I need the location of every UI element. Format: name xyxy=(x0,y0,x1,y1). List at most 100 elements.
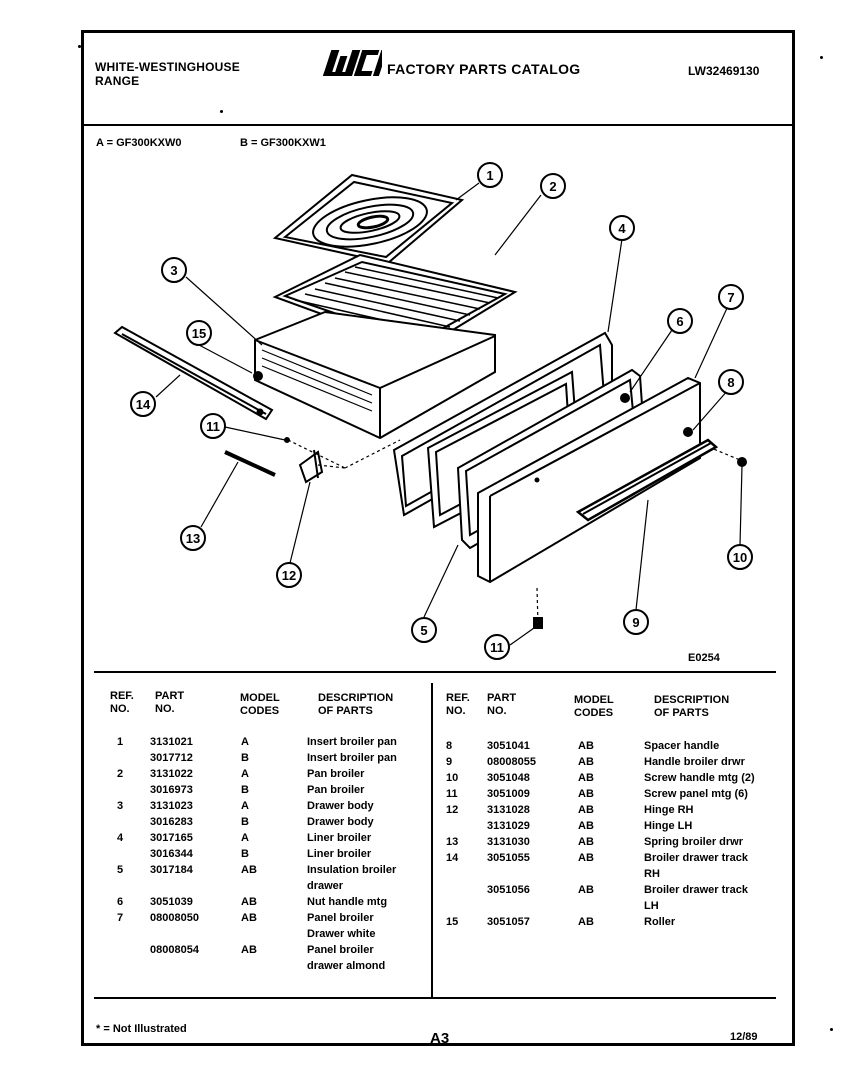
header-divider xyxy=(81,124,795,126)
cell-model: AB xyxy=(578,820,594,832)
cell-model: AB xyxy=(241,864,257,876)
cell-part: 3131030 xyxy=(487,836,530,848)
cell-ref: 7 xyxy=(117,912,124,924)
cell-model: A xyxy=(241,736,249,748)
cell-part: 08008050 xyxy=(150,912,199,924)
cell-desc: Liner broiler xyxy=(307,832,372,844)
callout-4: 4 xyxy=(618,221,626,236)
handle-broiler-drawer xyxy=(575,438,719,522)
cell-model: AB xyxy=(578,756,594,768)
model-b-label: B = GF300KXW1 xyxy=(240,137,326,149)
scan-speck xyxy=(78,45,81,48)
cell-part: 08008054 xyxy=(150,944,199,956)
cell-desc: Broiler drawer track xyxy=(644,852,748,864)
brand-block: WHITE-WESTINGHOUSE RANGE xyxy=(95,60,240,88)
cell-desc: RH xyxy=(644,868,660,880)
cell-model: B xyxy=(241,848,249,860)
cell-desc: Nut handle mtg xyxy=(307,896,388,908)
cell-ref: 8 xyxy=(446,740,453,752)
footnote: * = Not Illustrated xyxy=(96,1023,187,1035)
cell-desc: drawer almond xyxy=(307,960,386,972)
cell-model: B xyxy=(241,752,249,764)
cell-desc: Roller xyxy=(644,916,676,928)
cell-part: 3131029 xyxy=(487,820,530,832)
cell-model: B xyxy=(241,816,249,828)
callout-15: 15 xyxy=(192,326,206,341)
table-column-divider xyxy=(431,683,433,999)
cell-ref: 15 xyxy=(446,916,459,928)
page-number: A3 xyxy=(430,1030,450,1047)
cell-ref: 9 xyxy=(446,756,453,768)
panel-broiler xyxy=(477,376,701,584)
cell-desc: Panel broiler xyxy=(307,944,374,956)
cell-part: 3017184 xyxy=(150,864,193,876)
callout-13: 13 xyxy=(186,531,200,546)
spring-broiler-drawer xyxy=(224,450,276,477)
scan-speck xyxy=(820,56,823,59)
cell-desc: Insulation broiler xyxy=(307,864,397,876)
cell-desc: LH xyxy=(644,900,659,912)
cell-part: 3051056 xyxy=(487,884,530,896)
cell-model: AB xyxy=(241,896,257,908)
cell-desc: drawer xyxy=(307,880,344,892)
cell-part: 3051055 xyxy=(487,852,530,864)
broiler-drawer-track xyxy=(113,325,274,421)
cell-part: 3131021 xyxy=(150,736,193,748)
cell-model: AB xyxy=(578,740,594,752)
cell-desc: Hinge LH xyxy=(644,820,693,832)
wci-logo xyxy=(322,48,388,85)
cell-part: 3051009 xyxy=(487,788,530,800)
cell-desc: Drawer body xyxy=(307,816,374,828)
cell-model: AB xyxy=(578,804,594,816)
cell-desc: Handle broiler drwr xyxy=(644,756,745,768)
cell-desc: Hinge RH xyxy=(644,804,694,816)
cell-model: AB xyxy=(578,772,594,784)
drawer-body xyxy=(253,310,496,440)
exploded-diagram: 1 2 3 4 5 6 7 8 9 10 11 12 13 14 15 11 xyxy=(113,162,753,660)
cell-ref: 3 xyxy=(117,800,124,812)
cell-ref: 1 xyxy=(117,736,124,748)
cell-ref: 6 xyxy=(117,896,124,908)
screw-handle-mounting xyxy=(737,457,747,467)
cell-ref: 4 xyxy=(117,832,124,844)
callout-3: 3 xyxy=(170,263,177,278)
diagram-code: E0254 xyxy=(688,652,720,664)
cell-part: 08008055 xyxy=(487,756,536,768)
cell-part: 3131022 xyxy=(150,768,193,780)
cell-desc: Insert broiler pan xyxy=(307,736,397,748)
cell-ref: 11 xyxy=(446,788,458,800)
callout-1: 1 xyxy=(486,168,493,183)
callout-11: 11 xyxy=(206,419,220,434)
insert-broiler-pan xyxy=(272,173,465,265)
callout-5: 5 xyxy=(420,623,427,638)
brand-name: WHITE-WESTINGHOUSE xyxy=(95,60,240,74)
page-frame xyxy=(81,30,795,1046)
callout-14: 14 xyxy=(136,397,151,412)
table-bottom-rule xyxy=(94,997,776,999)
callout-10: 10 xyxy=(733,550,747,565)
header-ref-left: REF.NO. xyxy=(110,690,134,715)
cell-ref: 10 xyxy=(446,772,459,784)
product-type: RANGE xyxy=(95,74,140,88)
cell-model: B xyxy=(241,784,249,796)
cell-part: 3051039 xyxy=(150,896,193,908)
cell-part: 3131028 xyxy=(487,804,530,816)
catalog-title: FACTORY PARTS CATALOG xyxy=(387,61,581,77)
cell-desc: Screw panel mtg (6) xyxy=(644,788,748,800)
callout-6: 6 xyxy=(676,314,683,329)
cell-model: AB xyxy=(578,788,594,800)
cell-desc: Pan broiler xyxy=(307,768,365,780)
catalog-date: 12/89 xyxy=(730,1031,758,1043)
cell-model: AB xyxy=(578,884,594,896)
cell-model: AB xyxy=(578,852,594,864)
cell-part: 3051041 xyxy=(487,740,530,752)
cell-desc: Panel broiler xyxy=(307,912,374,924)
cell-ref: 13 xyxy=(446,836,459,848)
cell-desc: Spring broiler drwr xyxy=(644,836,744,848)
